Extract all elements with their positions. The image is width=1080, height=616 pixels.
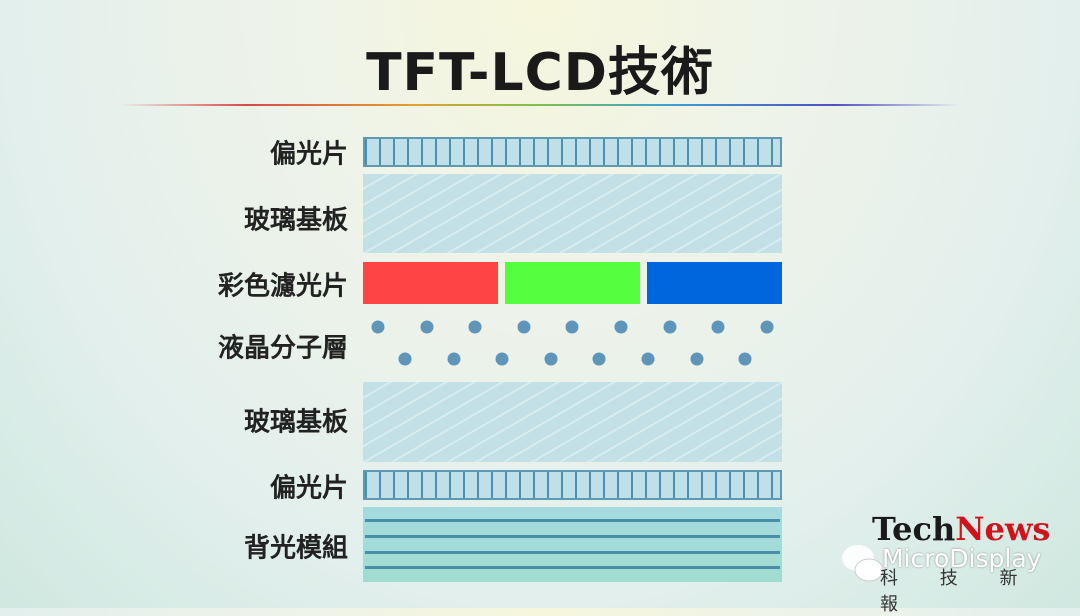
label-polarizer-bottom: 偏光片 — [269, 473, 348, 504]
light-guide-line — [365, 535, 780, 538]
label-glass-bottom: 玻璃基板 — [243, 407, 348, 438]
liquid-crystal-dot — [468, 320, 482, 334]
page-title: TFT-LCD技術 — [366, 43, 714, 103]
color-filter-green — [505, 262, 640, 304]
light-guide-line — [365, 551, 780, 554]
watermark-logo: TechNews 科 技 新 報 MicroDisplay — [828, 510, 1058, 615]
polarizer-bottom — [363, 470, 782, 500]
liquid-crystal-dot — [711, 320, 725, 334]
liquid-crystal-dot — [420, 320, 434, 334]
brand-tech: Tech — [872, 510, 956, 548]
glass-substrate-top — [363, 174, 782, 253]
liquid-crystal-dot — [738, 352, 752, 366]
polarizer-top — [363, 137, 782, 167]
liquid-crystal-dot — [371, 320, 385, 334]
liquid-crystal-dot — [614, 320, 628, 334]
rainbow-divider — [120, 104, 960, 106]
liquid-crystal-dot — [495, 352, 509, 366]
liquid-crystal-dot — [760, 320, 774, 334]
liquid-crystal-dot — [663, 320, 677, 334]
label-polarizer-top: 偏光片 — [269, 139, 348, 170]
light-guide-line — [365, 566, 780, 569]
liquid-crystal-dot — [447, 352, 461, 366]
liquid-crystal-dot — [592, 352, 606, 366]
liquid-crystal-dot — [690, 352, 704, 366]
liquid-crystal-dot — [641, 352, 655, 366]
light-guide-line — [365, 519, 780, 522]
color-filter-blue — [647, 262, 782, 304]
brand-microdisplay: MicroDisplay — [882, 544, 1042, 573]
label-liquid-crystal: 液晶分子層 — [217, 333, 348, 364]
wechat-icon — [842, 545, 884, 582]
glass-substrate-bottom — [363, 382, 782, 462]
liquid-crystal-dot — [565, 320, 579, 334]
liquid-crystal-dot — [517, 320, 531, 334]
backlight-module — [363, 507, 782, 582]
label-glass-top: 玻璃基板 — [243, 205, 348, 236]
liquid-crystal-dot — [544, 352, 558, 366]
liquid-crystal-dot — [398, 352, 412, 366]
label-color-filter: 彩色濾光片 — [217, 271, 348, 302]
brand-news: News — [955, 510, 1051, 548]
label-backlight: 背光模組 — [243, 533, 348, 564]
color-filter-red — [363, 262, 498, 304]
